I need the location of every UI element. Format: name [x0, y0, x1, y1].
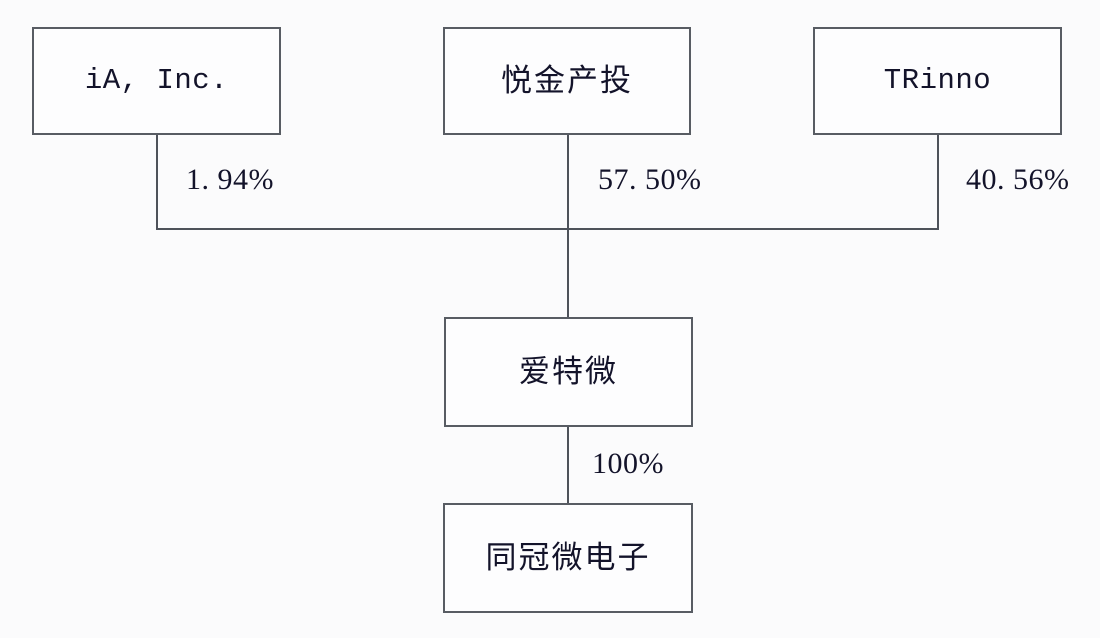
edge-label-atw-tgwd-percent: 100% — [592, 447, 664, 480]
node-label-yuejin-chantou: 悦金产投 — [501, 62, 633, 99]
connector-ia-to-bus — [156, 135, 158, 230]
node-tongguan-weidianzi[interactable]: 同冠微电子 — [443, 503, 693, 613]
node-ia-inc[interactable]: iA, Inc. — [32, 27, 281, 135]
connector-trunk-to-atw — [567, 135, 569, 317]
node-label-ia-inc: iA, Inc. — [84, 64, 229, 98]
node-label-aitewei: 爱特微 — [519, 353, 618, 390]
edge-label-ia-percent: 1. 94% — [186, 163, 274, 196]
connector-trinno-to-bus — [937, 135, 939, 230]
node-trinno[interactable]: TRinno — [813, 27, 1062, 135]
node-label-trinno: TRinno — [883, 64, 992, 98]
node-label-tongguan-weidianzi: 同冠微电子 — [485, 539, 651, 576]
connector-horizontal-bus — [156, 228, 939, 230]
edge-label-yuejin-percent: 57. 50% — [598, 163, 702, 196]
edge-label-trinno-percent: 40. 56% — [966, 163, 1070, 196]
node-aitewei[interactable]: 爱特微 — [444, 317, 693, 427]
node-yuejin-chantou[interactable]: 悦金产投 — [443, 27, 691, 135]
connector-atw-to-tgwd — [567, 427, 569, 503]
